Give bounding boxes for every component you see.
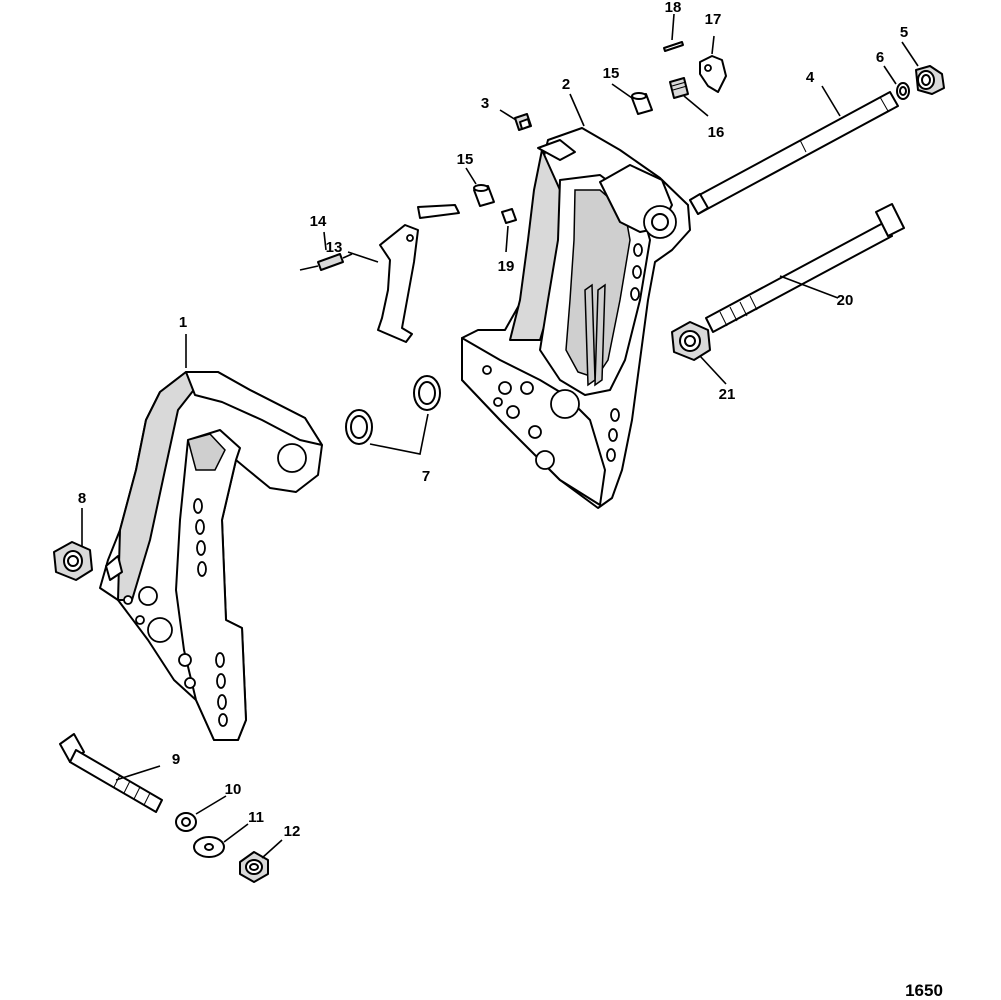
left-bolt: [59, 733, 163, 813]
cotter-pin: [663, 41, 684, 52]
callout-17: 17: [705, 11, 722, 28]
callout-6: 6: [876, 49, 884, 66]
callout-7: 7: [422, 468, 430, 485]
trailer-lever: [377, 204, 460, 343]
tilt-tube-washer: [896, 82, 910, 100]
callout-10: 10: [225, 781, 242, 798]
callout-20: 20: [837, 292, 854, 309]
callout-3: 3: [481, 95, 489, 112]
through-bolt: [705, 203, 905, 333]
thrust-washers: [345, 375, 441, 445]
callout-4: 4: [806, 69, 815, 86]
callout-21: 21: [719, 386, 736, 403]
callout-15-upper: 15: [603, 65, 620, 82]
leader-lines: [81, 13, 919, 859]
bushing-lower: [473, 184, 495, 207]
callout-1: 1: [179, 314, 187, 331]
pin-small: [501, 208, 517, 224]
washer-small: [175, 812, 197, 832]
callout-18: 18: [665, 0, 682, 16]
callout-13: 13: [326, 239, 343, 256]
figure-number: 1650: [905, 981, 943, 1000]
through-bolt-nut: [671, 321, 711, 361]
callout-8: 8: [78, 490, 86, 507]
left-nut: [53, 541, 93, 581]
tilt-tube-nut: [915, 65, 945, 95]
grease-fitting: [514, 113, 532, 131]
clamp-bracket-right: [461, 127, 691, 509]
callout-12: 12: [284, 823, 301, 840]
callout-labels: 1 2 3 4 5 6 7 8 9 10 11 12 13 14 15 15 1…: [78, 0, 943, 1000]
callout-9: 9: [172, 751, 180, 768]
callout-11: 11: [248, 809, 264, 826]
bushing-upper: [631, 92, 653, 115]
callout-14: 14: [310, 213, 327, 230]
washer-large: [193, 836, 225, 858]
callout-5: 5: [900, 24, 908, 41]
callout-2: 2: [562, 76, 570, 93]
lever-spring: [299, 253, 353, 271]
spring-small: [669, 77, 689, 99]
tilt-tube: [689, 91, 899, 215]
callout-16: 16: [708, 124, 725, 141]
callout-19: 19: [498, 258, 515, 275]
lock-lever: [699, 55, 727, 93]
clamp-bracket-left: [99, 371, 323, 741]
callout-15-lower: 15: [457, 151, 474, 168]
left-bolt-nut: [239, 851, 269, 883]
